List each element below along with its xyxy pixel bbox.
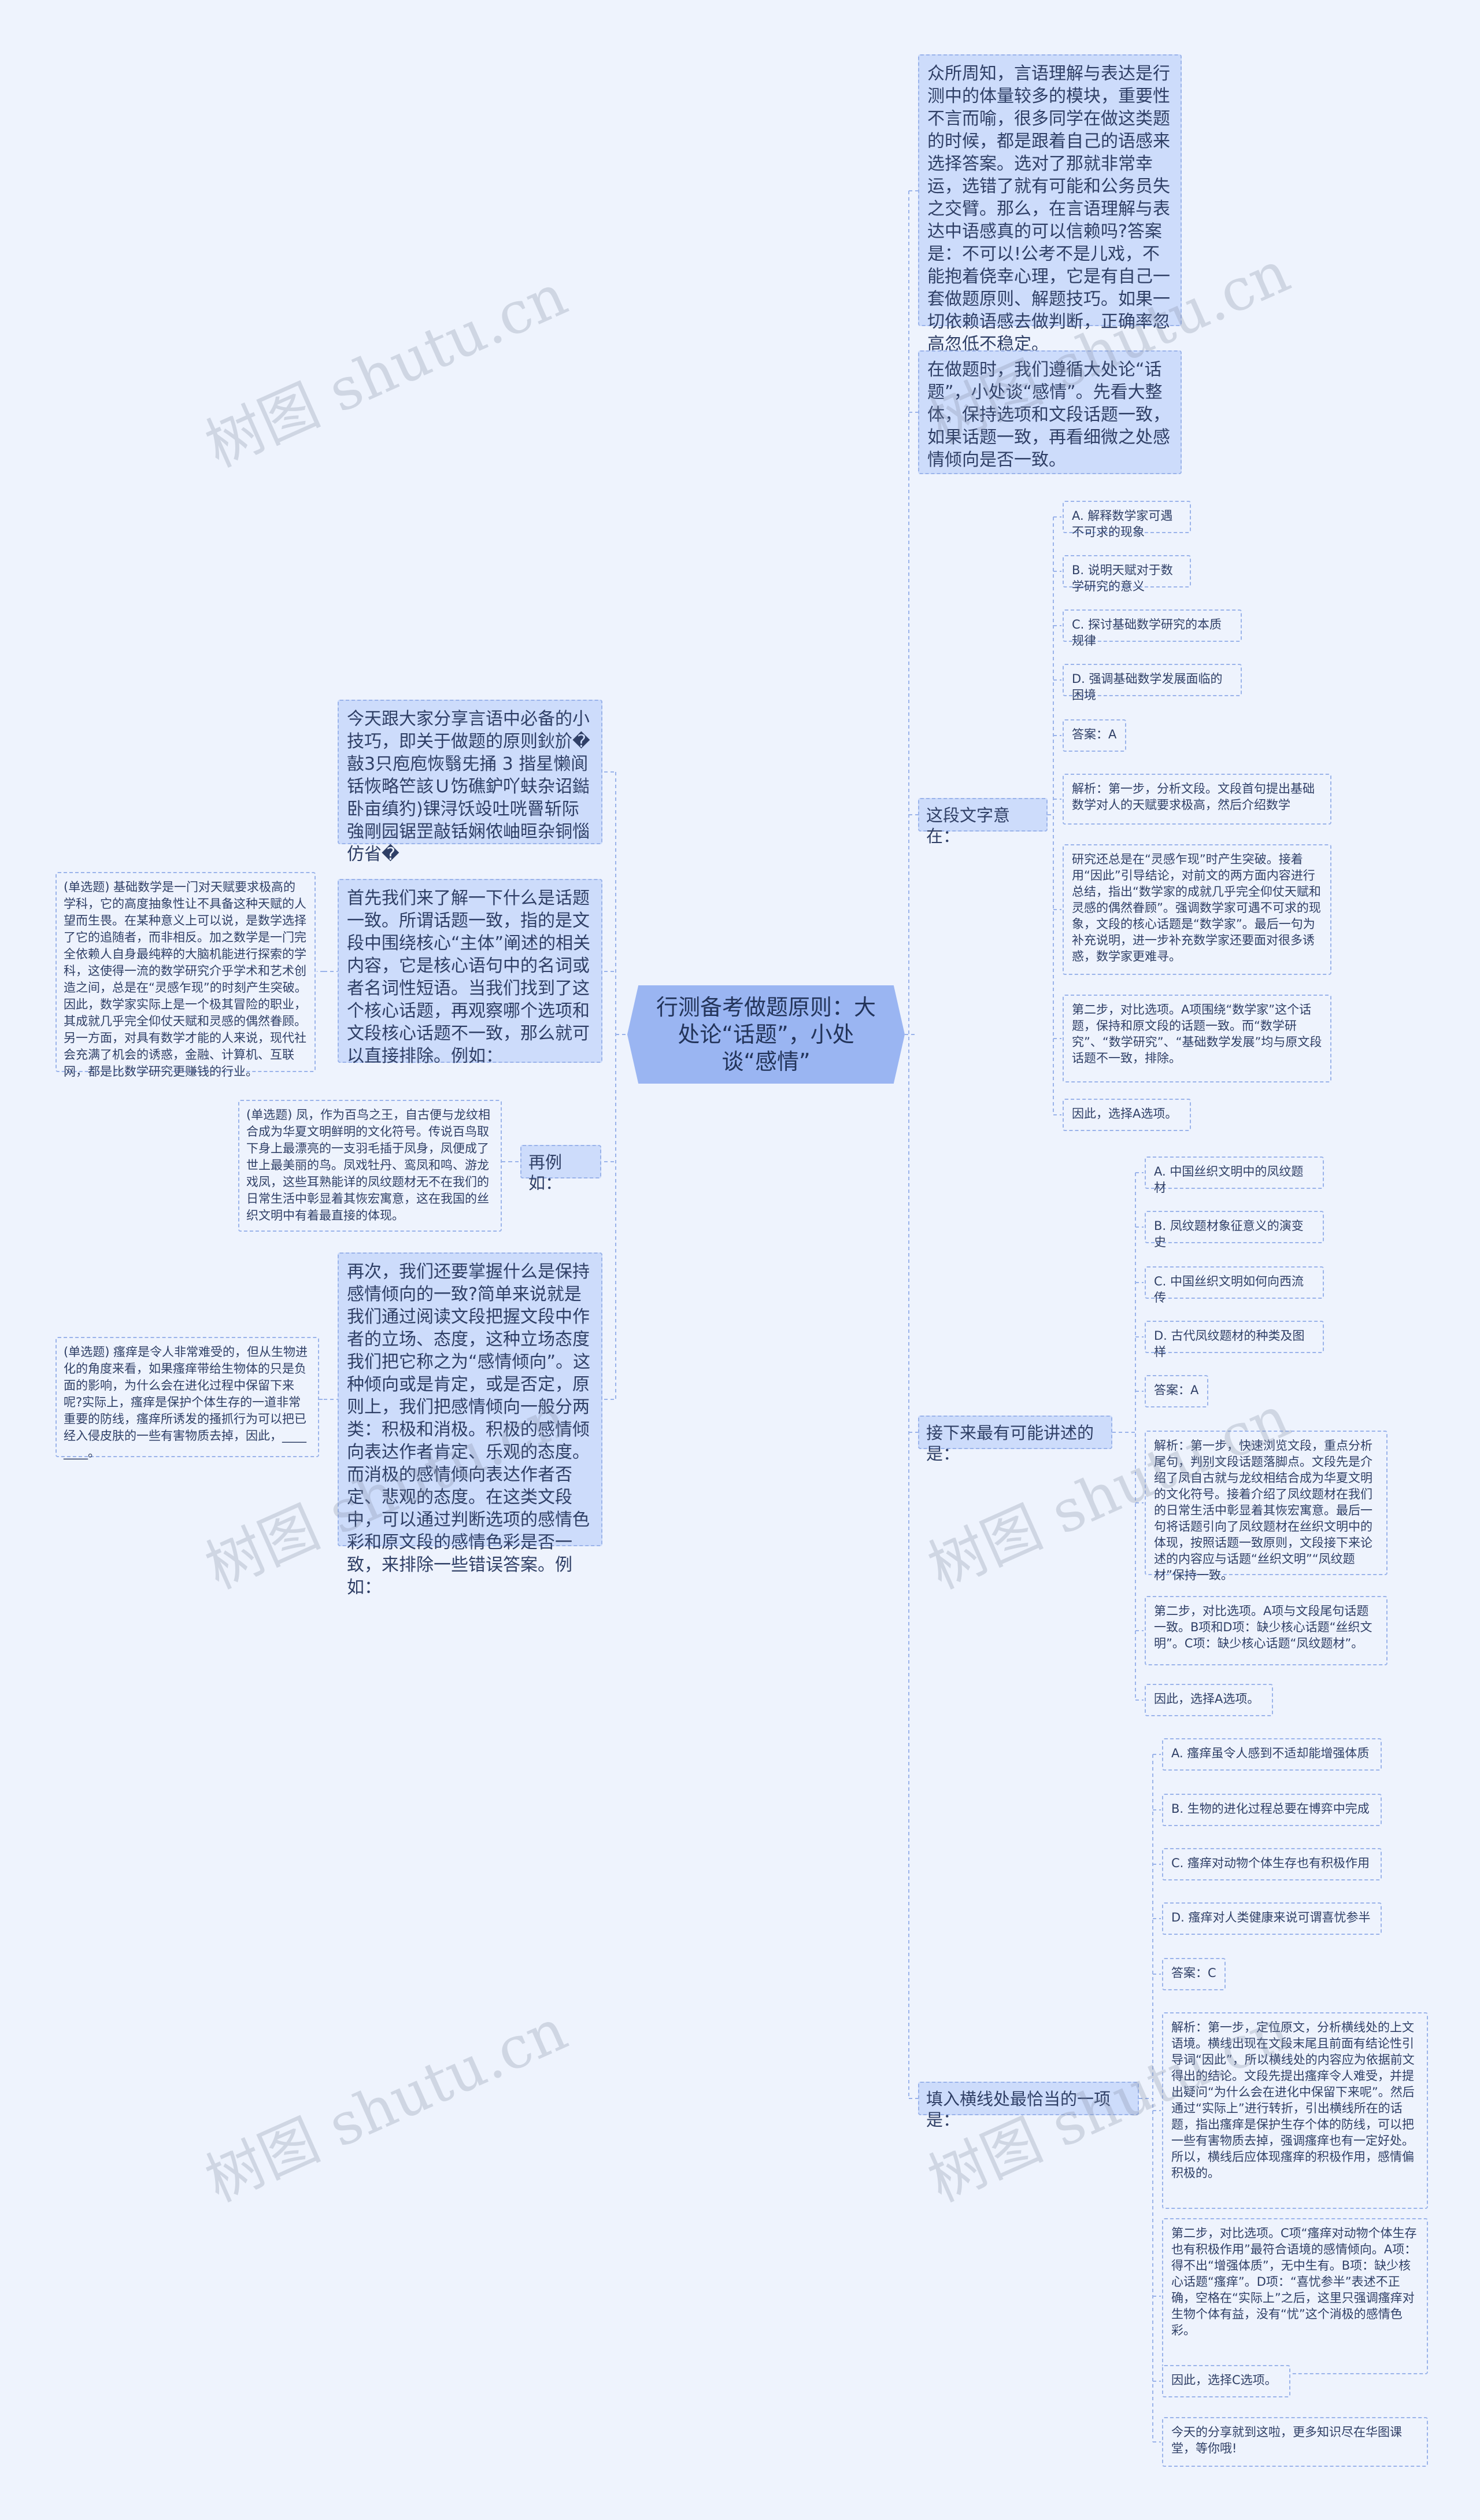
q3-item-2[interactable]: C. 瘙痒对动物个体生存也有积极作用 [1162, 1848, 1382, 1880]
example-question-phoenix[interactable]: (单选题) 凤，作为百鸟之王，自古便与龙纹相合成为华夏文明鲜明的文化符号。传说百… [238, 1100, 502, 1232]
q2-item-7[interactable]: 因此，选择A选项。 [1145, 1684, 1273, 1716]
q2-item-5[interactable]: 解析：第一步，快速浏览文段，重点分析尾句，判别文段话题落脚点。文段先是介绍了凤自… [1145, 1431, 1388, 1582]
topic-consistency-node[interactable]: 首先我们来了解一下什么是话题一致。所谓话题一致，指的是文段中围绕核心“主体”阐述… [338, 879, 602, 1066]
principle-node[interactable]: 在做题时，我们遵循大处论“话题”，小处谈“感情”。先看大整体，保持选项和文段话题… [918, 350, 1182, 474]
q2-item-0[interactable]: A. 中国丝织文明中的凤纹题材 [1145, 1156, 1324, 1195]
intro-node[interactable]: 今天跟大家分享言语中必备的小技巧，即关于做题的原则鈥斺�敼3只庖庖恢翳兂捅 3 … [338, 700, 602, 864]
q3-item-8[interactable]: 今天的分享就到这啦，更多知识尽在华图课堂，等你哦! [1162, 2417, 1428, 2467]
q3-item-4[interactable]: 答案：C [1162, 1958, 1226, 1990]
q2-item-1[interactable]: B. 凤纹题材象征意义的演变史 [1145, 1211, 1324, 1249]
q2-item-4[interactable]: 答案：A [1145, 1375, 1208, 1407]
q3-item-0[interactable]: A. 瘙痒虽令人感到不适却能增强体质 [1162, 1738, 1382, 1771]
q3-item-3[interactable]: D. 瘙痒对人类健康来说可谓喜忧参半 [1162, 1902, 1382, 1935]
root-topic[interactable]: 行测备考做题原则：大处论“话题”，小处谈“感情” [627, 985, 905, 1084]
intro-paragraph-node[interactable]: 众所周知，言语理解与表达是行测中的体量较多的模块，重要性不言而喻，很多同学在做这… [918, 54, 1182, 354]
q3-item-1[interactable]: B. 生物的进化过程总要在博弈中完成 [1162, 1794, 1382, 1826]
q3-item-6[interactable]: 第二步，对比选项。C项“瘙痒对动物个体生存也有积极作用”最符合语境的感情倾向。A… [1162, 2218, 1428, 2374]
q2-item-3[interactable]: D. 古代凤纹题材的种类及图样 [1145, 1321, 1324, 1359]
q2-item-2[interactable]: C. 中国丝织文明如何向西流传 [1145, 1266, 1324, 1305]
question2-label[interactable]: 接下来最有可能讲述的是： [918, 1416, 1112, 1464]
q1-item-6[interactable]: 研究还总是在“灵感乍现”时产生突破。接着用“因此”引导结论，对前文的两方面内容进… [1063, 844, 1331, 975]
q3-item-5[interactable]: 解析：第一步，定位原文，分析横线处的上文语境。横线出现在文段末尾且前面有结论性引… [1162, 2012, 1428, 2209]
again-example-label[interactable]: 再例如： [520, 1145, 601, 1193]
q3-item-7[interactable]: 因此，选择C选项。 [1162, 2365, 1290, 2397]
emotion-consistency-node[interactable]: 再次，我们还要掌握什么是保持感情倾向的一致?简单来说就是我们通过阅读文段把握文段… [338, 1252, 602, 1598]
q1-item-7[interactable]: 第二步，对比选项。A项围绕“数学家”这个话题，保持和原文段的话题一致。而“数学研… [1063, 995, 1331, 1082]
q1-item-2[interactable]: C. 探讨基础数学研究的本质规律 [1063, 609, 1242, 648]
q1-item-3[interactable]: D. 强调基础数学发展面临的困境 [1063, 664, 1242, 702]
q1-item-5[interactable]: 解析：第一步，分析文段。文段首句提出基础数学对人的天赋要求极高，然后介绍数学 [1063, 774, 1331, 825]
q1-item-4[interactable]: 答案：A [1063, 719, 1126, 752]
question1-label[interactable]: 这段文字意在： [918, 798, 1048, 846]
question3-label[interactable]: 填入横线处最恰当的一项是： [918, 2082, 1139, 2130]
example-question-itch[interactable]: (单选题) 瘙痒是令人非常难受的，但从生物进化的角度来看，如果瘙痒带给生物体的只… [56, 1337, 319, 1459]
q1-item-0[interactable]: A. 解释数学家可遇不可求的现象 [1063, 501, 1191, 539]
example-question-math[interactable]: (单选题) 基础数学是一门对天赋要求极高的学科，它的高度抽象性让不具备这种天赋的… [56, 872, 316, 1078]
q2-item-6[interactable]: 第二步，对比选项。A项与文段尾句话题一致。B项和D项：缺少核心话题“丝织文明”。… [1145, 1596, 1388, 1665]
q1-item-8[interactable]: 因此，选择A选项。 [1063, 1099, 1191, 1131]
q1-item-1[interactable]: B. 说明天赋对于数学研究的意义 [1063, 555, 1191, 593]
